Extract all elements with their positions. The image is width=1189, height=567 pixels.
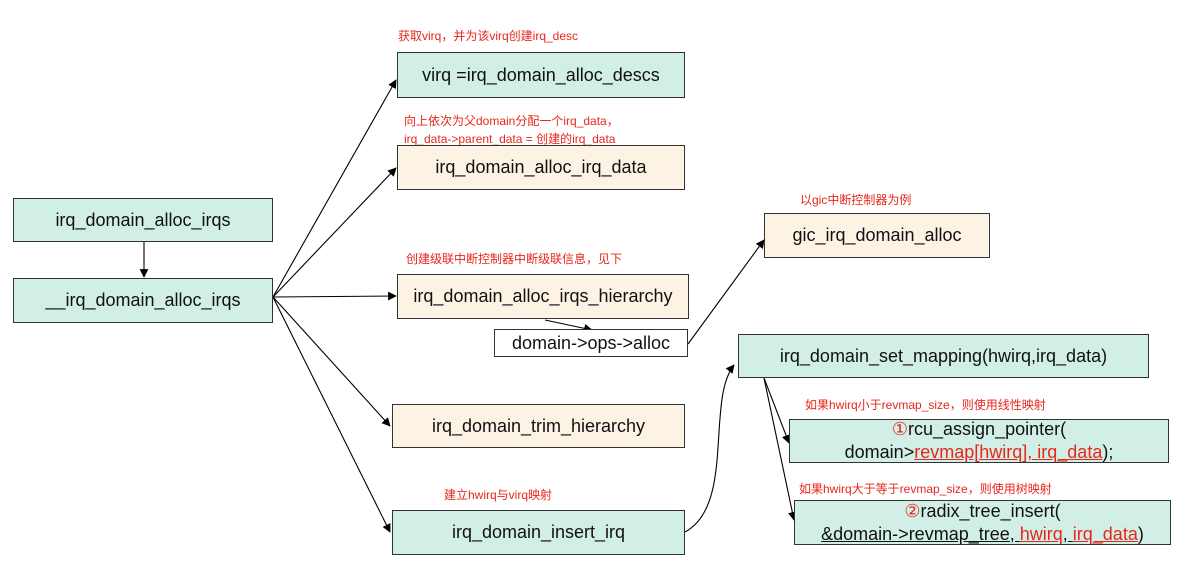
node-irq-domain-set-mapping: irq_domain_set_mapping(hwirq,irq_data) <box>738 334 1149 378</box>
node-line-1: ①rcu_assign_pointer( <box>892 418 1066 441</box>
arg-hwirq: hwirq <box>1019 523 1063 544</box>
edge-inner-to-alloc-descs <box>272 79 397 298</box>
node-label: irq_domain_insert_irq <box>451 522 626 542</box>
node-label: irq_domain_alloc_irqs <box>55 209 231 230</box>
node-label: domain->ops->alloc <box>511 332 671 353</box>
node-radix-tree-insert: ②radix_tree_insert( &domain->revmap_tree… <box>794 500 1171 545</box>
note-alloc-descs: 获取virq，并为该virq创建irq_desc <box>398 29 579 43</box>
node-gic-irq-domain-alloc: gic_irq_domain_alloc <box>764 213 990 258</box>
node-line-1: ②radix_tree_insert( <box>904 500 1060 523</box>
node-line-2: domain>revmap[hwirq], irq_data); <box>845 441 1114 464</box>
node-label: gic_irq_domain_alloc <box>792 225 962 245</box>
circled-number-1: ① <box>891 419 909 439</box>
node-label: virq =irq_domain_alloc_descs <box>422 64 660 85</box>
node-label: irq_domain_alloc_irq_data <box>435 157 647 177</box>
note-insert-irq: 建立hwirq与virq映射 <box>444 488 553 502</box>
note-alloc-irq-data-line2: irq_data->parent_data = 创建的irq_data <box>404 132 616 146</box>
node-label: irq_domain_trim_hierarchy <box>431 415 646 436</box>
arg-prefix: &domain->revmap_tree, <box>821 523 1020 544</box>
note-alloc-irq-data-line1: 向上依次为父domain分配一个irq_data， <box>404 114 619 128</box>
edge-ops-alloc-to-gic <box>687 239 765 345</box>
arg-separator: , <box>1027 442 1038 462</box>
note-alloc-irqs-hierarchy: 创建级联中断控制器中断级联信息，见下 <box>406 252 623 266</box>
arg-irq-data: irq_data <box>1072 523 1138 544</box>
node-irq-domain-trim-hierarchy: irq_domain_trim_hierarchy <box>392 404 685 448</box>
node-line-2: &domain->revmap_tree, hwirq, irq_data) <box>821 523 1144 546</box>
edge-set-mapping-to-rcu <box>763 377 791 444</box>
note-linear-mapping: 如果hwirq小于revmap_size，则使用线性映射 <box>805 398 1046 412</box>
circled-number-2: ② <box>904 500 921 521</box>
node-rcu-assign-pointer: ①rcu_assign_pointer( domain>revmap[hwirq… <box>789 419 1169 463</box>
node-label: irq_domain_set_mapping(hwirq,irq_data) <box>779 345 1108 366</box>
node-irq-domain-alloc-irq-data: irq_domain_alloc_irq_data <box>397 145 685 190</box>
node-irq-domain-alloc-irqs-hierarchy: irq_domain_alloc_irqs_hierarchy <box>397 274 689 319</box>
edge-inner-to-insert <box>272 296 391 533</box>
node-domain-ops-alloc: domain->ops->alloc <box>494 329 688 357</box>
node-label: irq_domain_alloc_irqs_hierarchy <box>413 286 673 306</box>
arg-irq-data: irq_data <box>1037 442 1103 462</box>
edge-inner-to-hierarchy <box>272 291 397 301</box>
note-gic-example: 以gic中断控制器为例 <box>800 193 912 207</box>
func-name: radix_tree_insert( <box>920 500 1061 521</box>
node-irq-domain-alloc-irqs: irq_domain_alloc_irqs <box>13 198 273 242</box>
edge-set-mapping-to-radix <box>763 377 797 521</box>
arg-prefix: domain> <box>844 442 915 462</box>
edge-hierarchy-to-ops-alloc <box>544 319 593 333</box>
edge-inner-to-alloc-irq-data <box>272 167 397 298</box>
node-irq-domain-insert-irq: irq_domain_insert_irq <box>392 510 685 555</box>
edge-insert-to-set-mapping <box>684 364 735 533</box>
note-tree-mapping: 如果hwirq大于等于revmap_size，则使用树映射 <box>799 482 1052 496</box>
arg-suffix: ) <box>1137 523 1144 544</box>
edge-inner-to-trim <box>272 296 391 427</box>
func-name: rcu_assign_pointer( <box>908 419 1067 439</box>
node-label: __irq_domain_alloc_irqs <box>45 290 241 310</box>
node-__irq-domain-alloc-irqs: __irq_domain_alloc_irqs <box>13 278 273 323</box>
arg-revmap: revmap[hwirq] <box>914 442 1028 462</box>
arg-separator: , <box>1062 523 1073 544</box>
arg-suffix: ); <box>1102 442 1114 462</box>
node-irq-domain-alloc-descs: virq =irq_domain_alloc_descs <box>397 52 685 98</box>
